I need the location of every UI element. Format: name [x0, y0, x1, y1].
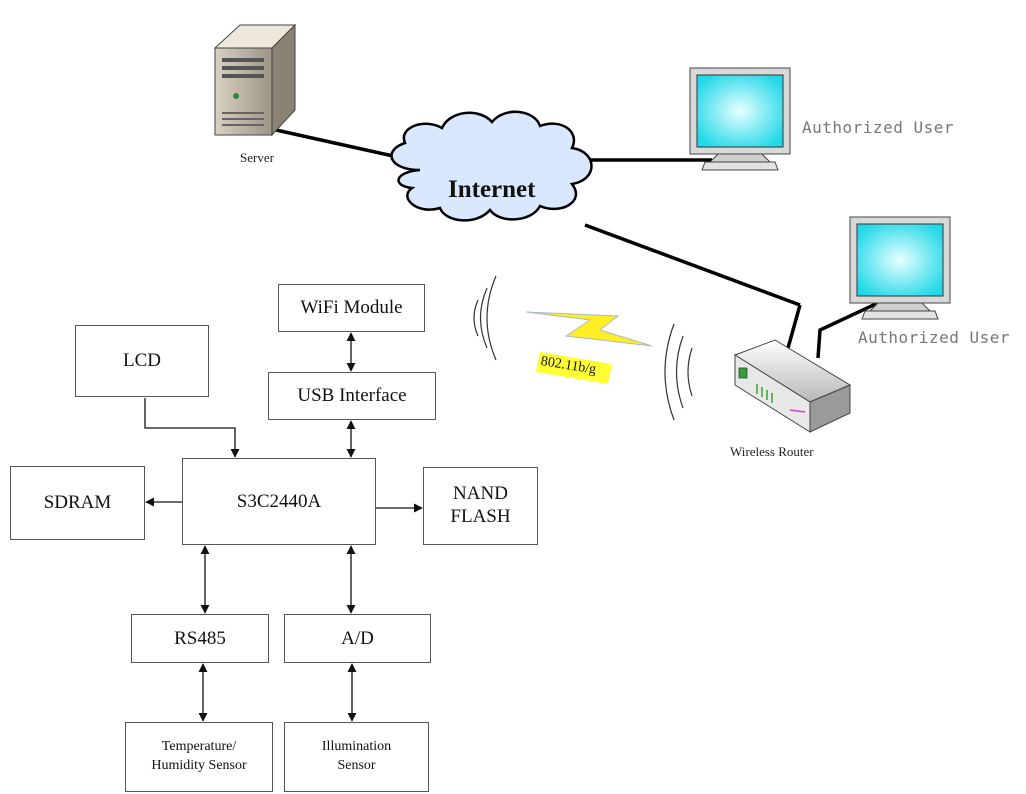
lcd-label: LCD	[123, 350, 161, 371]
ad-label: A/D	[341, 627, 374, 649]
wireless-router-label: Wireless Router	[730, 444, 814, 459]
lightning-bolt-icon	[525, 311, 653, 347]
sdram-label: SDRAM	[43, 492, 112, 513]
server-icon	[213, 23, 297, 137]
rs485-label: RS485	[174, 627, 226, 649]
wifi-module-block: WiFi Module	[278, 284, 425, 332]
sdram-block: SDRAM	[10, 466, 145, 540]
lcd-block: LCD	[75, 325, 209, 397]
cpu-label: S3C2440A	[236, 490, 322, 512]
internet-router-link	[584, 223, 801, 307]
router-link-drop	[786, 304, 802, 349]
monitor-icon-user1	[689, 67, 791, 171]
wireless-waves-right-icon	[664, 323, 693, 421]
wireless-waves-left-icon	[473, 275, 497, 361]
internet-label: Internet	[448, 176, 536, 203]
nand-flash-label: NAND FLASH	[450, 483, 511, 527]
server-label: Server	[240, 150, 274, 165]
wifi-module-label: WiFi Module	[300, 297, 403, 318]
ad-block: A/D	[284, 614, 431, 663]
internet-cloud-icon	[390, 110, 593, 222]
protocol-label-highlight	[536, 352, 612, 384]
temperature-humidity-sensor-label: Temperature/ Humidity Sensor	[151, 739, 247, 773]
illumination-sensor-label: Illumination Sensor	[321, 739, 392, 773]
block-connectors	[144, 332, 423, 722]
usb-interface-label: USB Interface	[297, 385, 407, 406]
nand-flash-block: NAND FLASH	[423, 467, 538, 545]
usb-interface-block: USB Interface	[268, 372, 436, 420]
cpu-block: S3C2440A	[182, 458, 376, 545]
authorized-user-1-label: Authorized User	[802, 118, 954, 137]
router-user2-link	[816, 293, 896, 359]
authorized-user-2-label: Authorized User	[858, 328, 1010, 347]
monitor-icon-user2	[849, 216, 951, 320]
temperature-humidity-sensor-block: Temperature/ Humidity Sensor	[125, 722, 273, 792]
rs485-block: RS485	[131, 614, 269, 663]
wireless-router-icon	[733, 339, 852, 433]
illumination-sensor-block: Illumination Sensor	[284, 722, 429, 792]
